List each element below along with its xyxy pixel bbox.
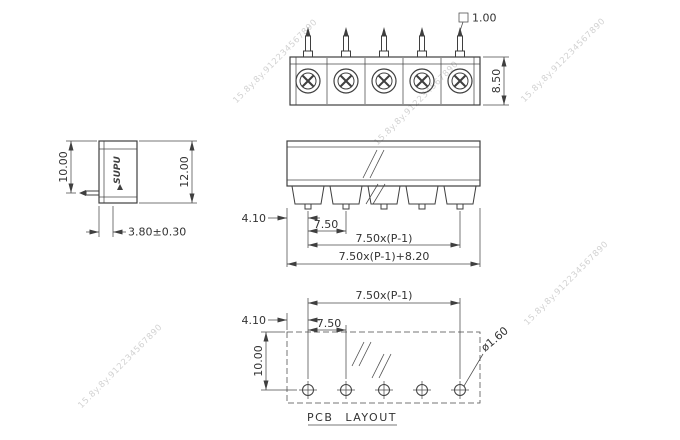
top-view: 1.00 8.50 bbox=[289, 12, 509, 106]
pin bbox=[304, 203, 312, 210]
side-view: SUPU 10.00 12.00 3.80±0.30 bbox=[57, 140, 197, 239]
pin bbox=[379, 27, 389, 58]
dimension-edge-to-pin-4-10: 4.10 bbox=[242, 212, 320, 225]
pin-square-dimension: 1.00 bbox=[472, 12, 497, 25]
watermark-text: 15.8y.8y.912234567890 bbox=[519, 16, 607, 104]
pin bbox=[455, 27, 465, 58]
dimension-pitch-7-50: 7.50 bbox=[308, 218, 346, 234]
square-symbol bbox=[458, 12, 469, 23]
screw-terminal bbox=[371, 68, 397, 94]
dimension-body-height-10-00: 10.00 bbox=[57, 140, 97, 194]
pin bbox=[341, 27, 351, 58]
dimension-hole-diameter: ø1.60 bbox=[463, 324, 511, 387]
connector-body-side bbox=[98, 140, 138, 204]
span-dimension: 7.50x(P-1) bbox=[356, 232, 413, 245]
pin-offset-dimension: 3.80±0.30 bbox=[128, 226, 186, 239]
pin bbox=[79, 190, 100, 196]
dimension-pitch-7-50: 7.50 bbox=[308, 317, 346, 333]
pitch-dimension: 7.50 bbox=[314, 218, 339, 231]
pin-housing bbox=[405, 185, 439, 205]
brand-logo: SUPU bbox=[113, 155, 123, 190]
dimension-total-width: 7.50x(P-1)+8.20 bbox=[287, 250, 480, 267]
pin-housing bbox=[443, 185, 477, 205]
screw-terminal bbox=[333, 68, 359, 94]
dimension-span: 7.50x(P-1) bbox=[308, 232, 460, 248]
pin bbox=[417, 27, 427, 58]
mounting-hole bbox=[451, 381, 469, 399]
watermark-text: 15.8y.8y.912234567890 bbox=[76, 322, 164, 410]
pitch-dimension: 7.50 bbox=[317, 317, 342, 330]
mounting-hole bbox=[413, 381, 431, 399]
edge-to-pin-dimension: 4.10 bbox=[242, 212, 267, 225]
screw-terminal bbox=[409, 68, 435, 94]
screw-terminal bbox=[447, 68, 473, 94]
edge-to-hole-dimension: 4.10 bbox=[242, 314, 267, 327]
watermark-text: 15.8y.8y.912234567890 bbox=[522, 239, 610, 327]
total-width-dimension: 7.50x(P-1)+8.20 bbox=[339, 250, 430, 263]
dimension-height-8-50: 8.50 bbox=[483, 56, 509, 106]
row-offset-dimension: 10.00 bbox=[252, 345, 265, 377]
pcb-caption: PCB LAYOUT bbox=[307, 411, 397, 426]
total-height-dimension: 12.00 bbox=[178, 156, 191, 188]
brand-text: SUPU bbox=[113, 155, 123, 183]
body-height-dimension: 10.00 bbox=[57, 151, 70, 183]
connector-body-front bbox=[286, 140, 481, 187]
dimension-row-offset-10-00: 10.00 bbox=[252, 331, 297, 391]
pcb-outline bbox=[286, 331, 481, 404]
dimension-edge-to-hole-4-10: 4.10 bbox=[242, 314, 320, 327]
mounting-hole bbox=[299, 381, 317, 399]
dimension-span: 7.50x(P-1) bbox=[308, 289, 460, 306]
span-dimension: 7.50x(P-1) bbox=[356, 289, 413, 302]
screw-terminal bbox=[295, 68, 321, 94]
pin-housing bbox=[367, 185, 401, 205]
dimension-pin-square: 1.00 bbox=[458, 12, 497, 32]
pcb-layout-view: 7.50x(P-1) 4.10 7.50 10.00 ø1.60 PCB LAY… bbox=[242, 289, 511, 426]
mounting-hole bbox=[375, 381, 393, 399]
mounting-hole bbox=[337, 381, 355, 399]
pin bbox=[418, 203, 426, 210]
pin bbox=[456, 203, 464, 210]
pin-housing bbox=[329, 185, 363, 205]
pin bbox=[342, 203, 350, 210]
pcb-layout-label: PCB LAYOUT bbox=[307, 411, 397, 424]
watermarks: 15.8y.8y.912234567890 15.8y.8y.912234567… bbox=[76, 16, 610, 410]
brand-triangle-icon bbox=[117, 184, 123, 190]
break-marks bbox=[362, 149, 386, 205]
front-view: 4.10 7.50 7.50x(P-1) 7.50x(P-1)+8.20 bbox=[242, 140, 481, 267]
hole-diameter-dimension: ø1.60 bbox=[479, 324, 511, 354]
break-marks bbox=[351, 341, 392, 379]
extension-lines bbox=[286, 298, 461, 379]
height-dimension: 8.50 bbox=[490, 69, 503, 94]
pin-housing bbox=[291, 185, 325, 205]
dimension-total-height-12-00: 12.00 bbox=[139, 140, 197, 204]
dimension-pin-offset-3-80: 3.80±0.30 bbox=[86, 206, 186, 239]
pin bbox=[380, 203, 388, 210]
